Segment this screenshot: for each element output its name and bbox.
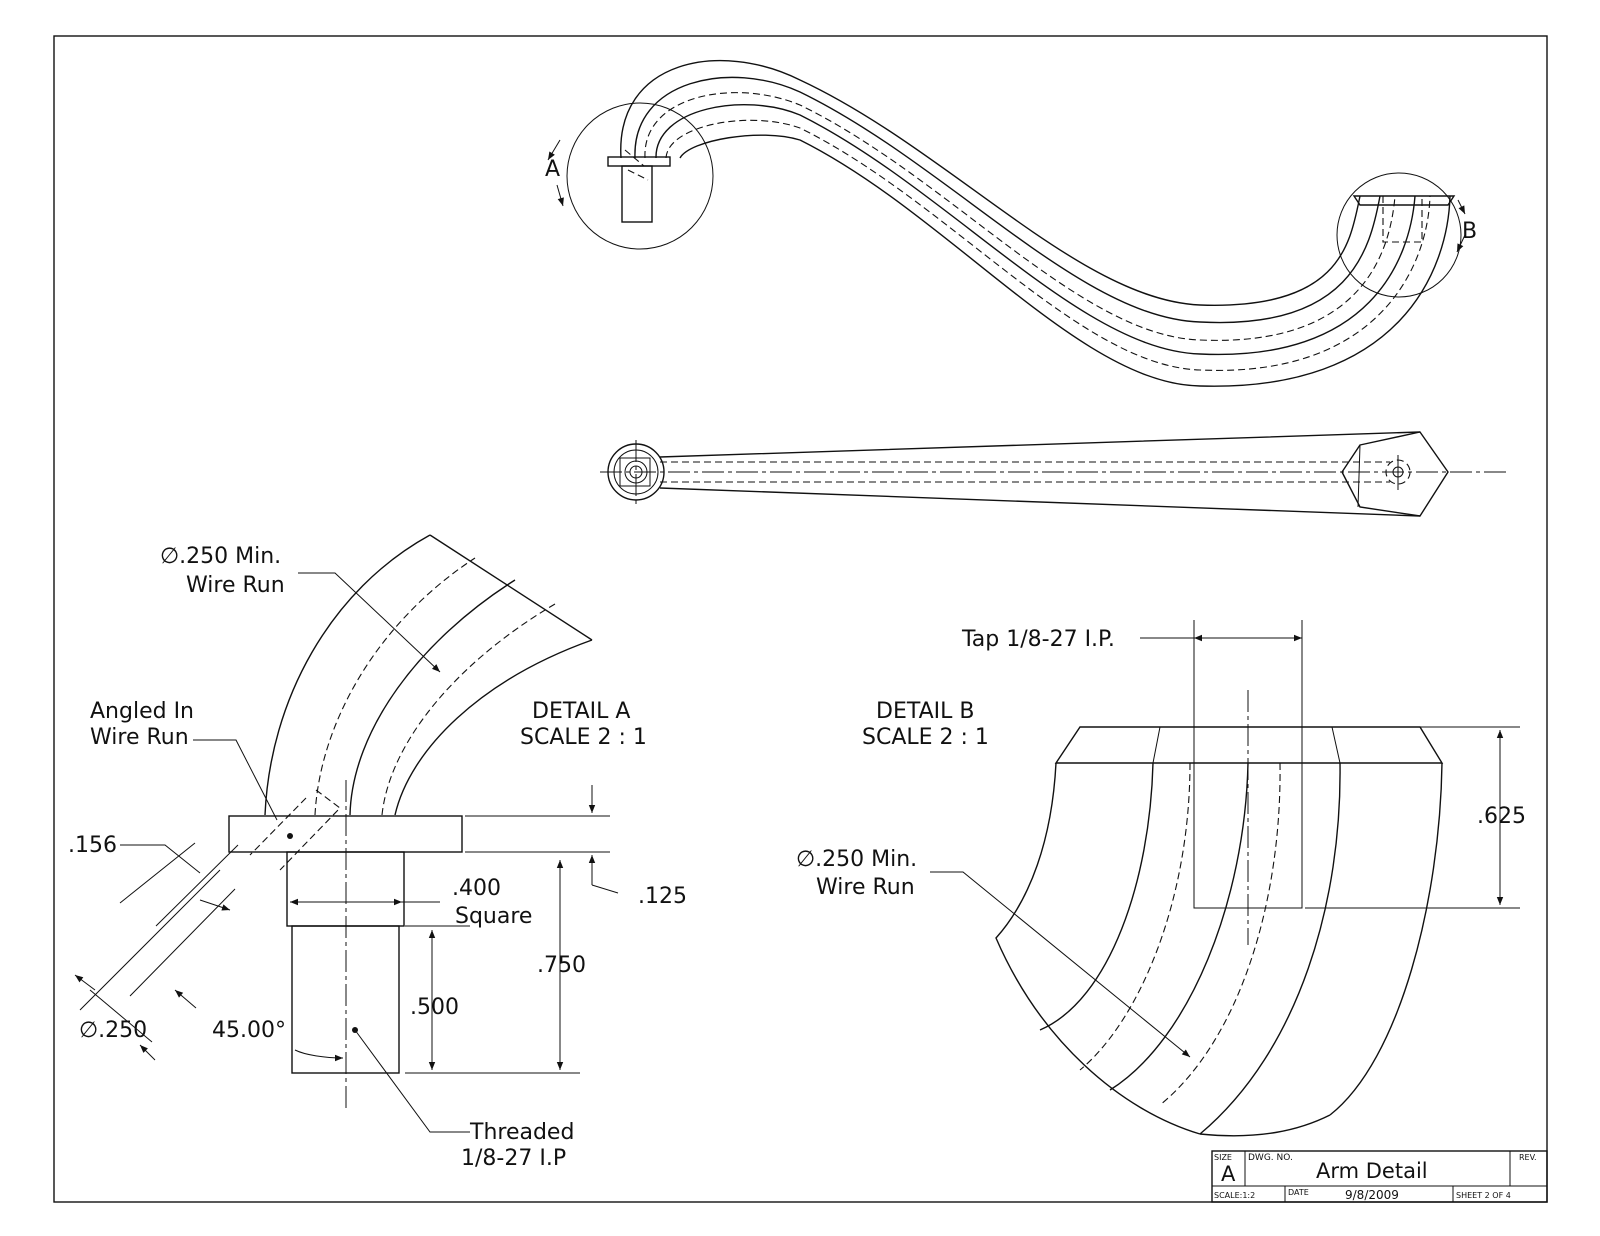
dim-250-dia: ∅.250 [79, 1018, 147, 1043]
detail-b-wire-run-label: Wire Run [816, 875, 915, 900]
detail-b-scale: SCALE 2 : 1 [862, 725, 989, 750]
detail-a-wire-run-label: Wire Run [186, 573, 285, 598]
dim-625: .625 [1477, 804, 1526, 829]
dim-750: .750 [537, 953, 586, 978]
dim-400: .400 [452, 876, 501, 901]
dim-400-square: Square [455, 904, 532, 929]
detail-a-title: DETAIL A [532, 699, 630, 724]
tb-dwg-no-label: DWG. NO. [1248, 1153, 1293, 1163]
sheet-border [53, 35, 1548, 1203]
detail-a-marker: A [545, 157, 560, 182]
threaded-label: Threaded [469, 1120, 574, 1145]
detail-a-view: ∅.250 Min. Wire Run Angled In Wire Run D… [68, 534, 687, 1171]
detail-a-angled-wire-run: Wire Run [90, 725, 189, 750]
detail-b-tap: Tap 1/8-27 I.P. [961, 627, 1115, 652]
threaded-spec: 1/8-27 I.P [461, 1146, 566, 1171]
tb-date-label: DATE [1288, 1188, 1309, 1197]
detail-b-wire-run-dia: ∅.250 Min. [796, 847, 917, 872]
detail-b-marker: B [1462, 219, 1477, 244]
detail-a-scale: SCALE 2 : 1 [520, 725, 647, 750]
detail-a-wire-run-dia: ∅.250 Min. [160, 544, 281, 569]
dim-156: .156 [68, 833, 117, 858]
dim-angle: 45.00° [212, 1018, 286, 1043]
tb-scale: SCALE:1:2 [1214, 1191, 1255, 1200]
dim-125: .125 [638, 884, 687, 909]
tb-date-value: 9/8/2009 [1345, 1188, 1399, 1202]
tb-size-value: A [1221, 1162, 1236, 1186]
detail-b-title: DETAIL B [876, 699, 974, 724]
tb-title: Arm Detail [1316, 1159, 1428, 1183]
dim-500: .500 [410, 995, 459, 1020]
detail-a-angled-label: Angled In [90, 699, 194, 724]
arm-plan-view [600, 431, 1510, 517]
tb-rev-label: REV. [1519, 1153, 1537, 1162]
arm-side-view: A B [545, 59, 1477, 387]
title-block: SIZE A DWG. NO. Arm Detail REV. SCALE:1:… [1211, 1150, 1548, 1203]
detail-a-circle [566, 102, 714, 250]
tb-size-label: SIZE [1214, 1153, 1232, 1162]
tb-sheet: SHEET 2 OF 4 [1456, 1191, 1511, 1200]
detail-b-circle [1336, 172, 1462, 298]
detail-b-view: Tap 1/8-27 I.P. DETAIL B SCALE 2 : 1 .62… [796, 620, 1526, 1137]
